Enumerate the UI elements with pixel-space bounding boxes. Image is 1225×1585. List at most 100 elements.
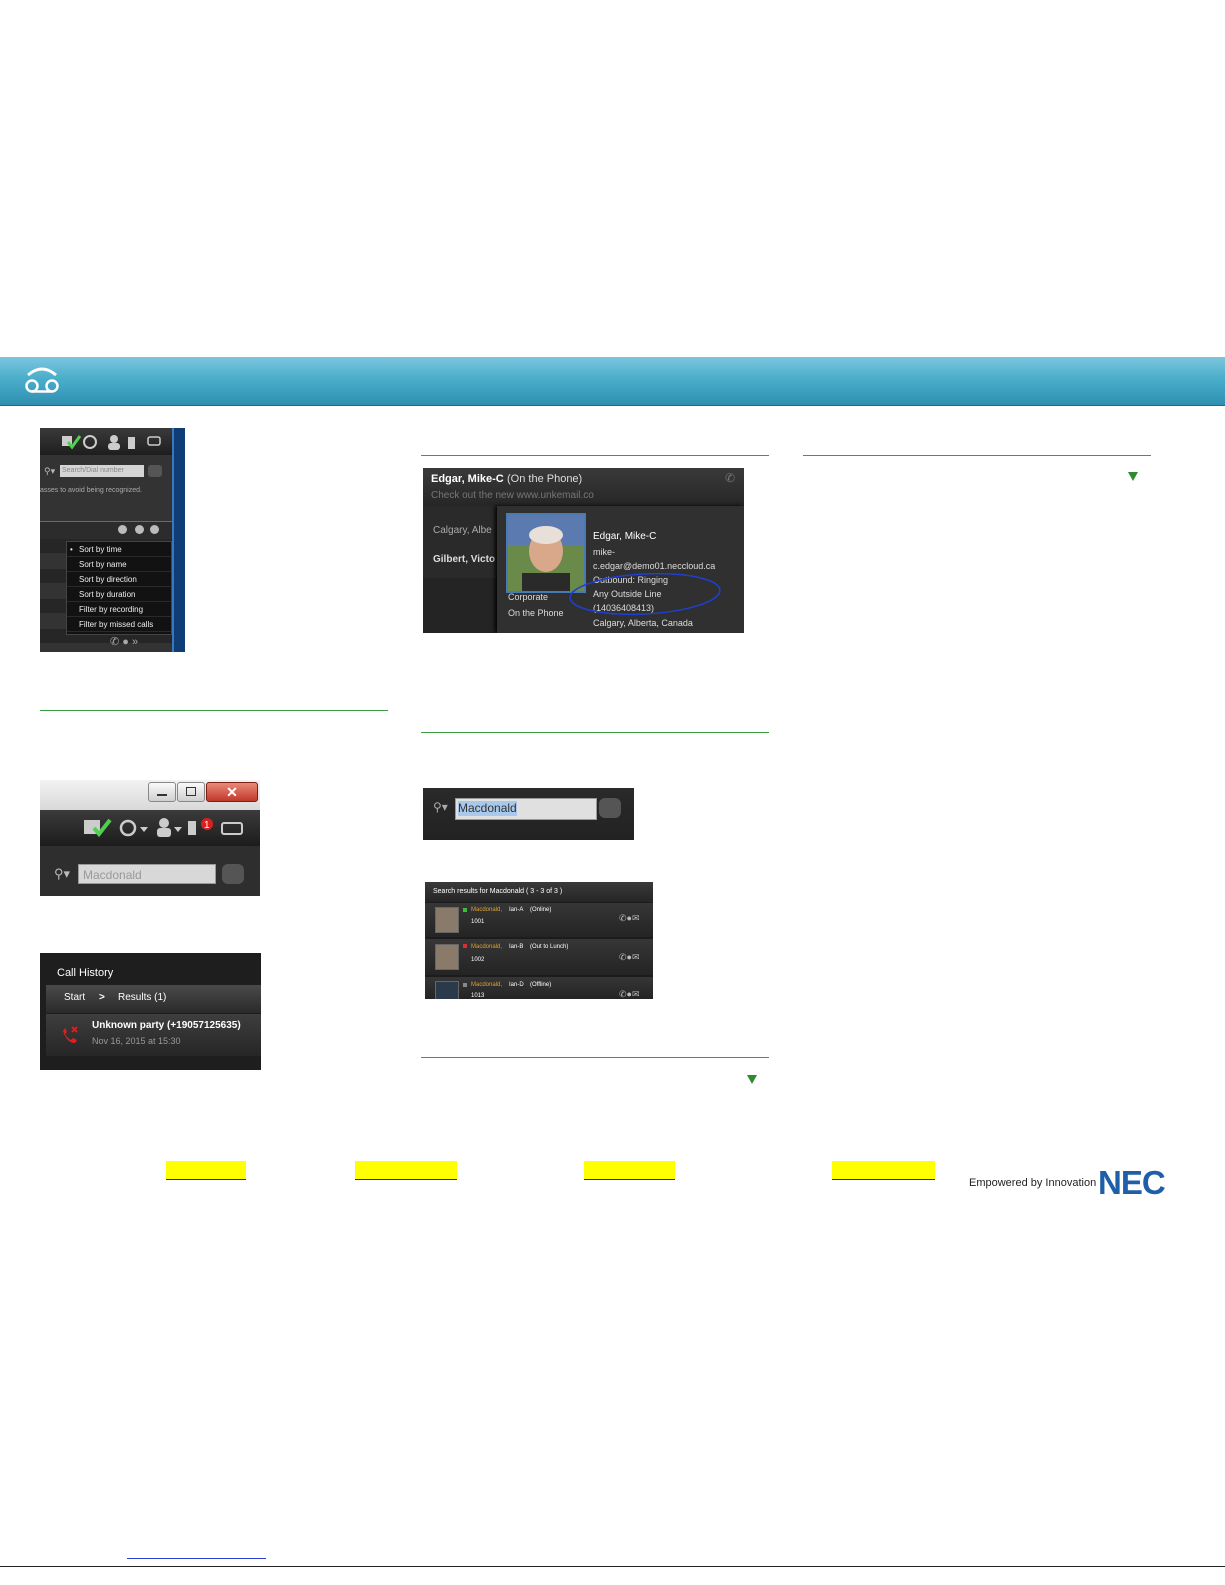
- presence-online-dot: [463, 908, 467, 912]
- footer-link-3[interactable]: [584, 1161, 675, 1180]
- avatar-photo: [508, 515, 584, 591]
- menu-filter-missed[interactable]: Filter by missed calls: [67, 617, 171, 632]
- breadcrumb-results[interactable]: Results (1): [118, 992, 167, 1003]
- contact-popup-screenshot: Edgar, Mike-C (On the Phone) Check out t…: [423, 468, 744, 633]
- breadcrumb-separator: >: [99, 992, 105, 1003]
- maximize-button[interactable]: [177, 782, 205, 802]
- contact-header: [423, 468, 744, 506]
- avatar: [506, 513, 586, 593]
- section-rule: [421, 455, 769, 456]
- avatar: [435, 944, 459, 970]
- dial-button[interactable]: [599, 798, 621, 818]
- dial-button[interactable]: [148, 465, 162, 477]
- contact-email-2[interactable]: c.edgar@demo01.neccloud.ca: [593, 561, 716, 571]
- menu-sort-direction[interactable]: Sort by direction: [67, 572, 171, 587]
- nec-logo: NEC: [1098, 1164, 1166, 1201]
- section-rule: [803, 455, 1151, 456]
- toolbar-icons: [62, 435, 161, 450]
- section-rule: [421, 1057, 769, 1058]
- result-status: (Online): [530, 907, 552, 913]
- annotation-circle: [569, 572, 721, 616]
- breadcrumb-start[interactable]: Start: [64, 992, 86, 1003]
- call-entry-name: Unknown party (+19057125635): [92, 1020, 241, 1031]
- call-entry-time: Nov 16, 2015 at 15:30: [92, 1036, 181, 1046]
- contact-card-name: Edgar, Mike-C: [593, 531, 657, 542]
- search-icon[interactable]: ⚲▾: [44, 466, 56, 476]
- result-last-name: Macdonald,: [471, 907, 503, 913]
- section-rule: [421, 732, 769, 733]
- avatar: [435, 907, 459, 933]
- menu-sort-time[interactable]: •Sort by time: [67, 542, 171, 557]
- list-row-location: Calgary, Albe: [433, 525, 492, 536]
- result-status: (Out to Lunch): [530, 944, 569, 950]
- call-history-screenshot: Call History Start > Results (1) Unknown…: [40, 953, 261, 1070]
- sort-menu-screenshot: ⚲▾ Search/Dial number asses to avoid bei…: [40, 428, 185, 652]
- phone-icon[interactable]: ✆: [725, 471, 736, 485]
- result-row[interactable]: [425, 977, 653, 999]
- result-actions-icons[interactable]: ✆●✉: [619, 913, 640, 923]
- contact-outbound: Outbound: Ringing: [593, 575, 669, 585]
- dial-button[interactable]: [222, 864, 244, 884]
- download-icon[interactable]: [118, 525, 127, 534]
- menu-sort-duration[interactable]: Sort by duration: [67, 587, 171, 602]
- result-last-name: Macdonald,: [471, 944, 503, 950]
- search-icon[interactable]: ⚲▾: [433, 800, 448, 814]
- page-bottom-rule: [0, 1566, 1225, 1567]
- footer-link-2[interactable]: [355, 1161, 457, 1180]
- contact-number: (14036408413): [593, 603, 655, 613]
- result-extension: 1002: [471, 957, 485, 963]
- svg-text:1: 1: [204, 820, 210, 831]
- search-window-screenshot: ✕ 1 ⚲▾ Macdonald: [40, 780, 260, 896]
- results-header-text: Search results for Macdonald ( 3 - 3 of …: [433, 888, 563, 895]
- result-first-name: Ian-B: [509, 944, 524, 950]
- toolbar-icons[interactable]: 1: [82, 814, 252, 842]
- search-box-screenshot: ⚲▾ Macdonald: [423, 788, 634, 840]
- search-results-screenshot: Search results for Macdonald ( 3 - 3 of …: [425, 882, 653, 999]
- result-first-name: Ian-D: [509, 982, 524, 988]
- contact-email-1[interactable]: mike-: [593, 547, 615, 557]
- menu-sort-name[interactable]: Sort by name: [67, 557, 171, 572]
- list-row-contact[interactable]: Gilbert, Victo: [433, 554, 496, 565]
- contact-header-name[interactable]: Edgar, Mike-C: [431, 473, 504, 485]
- result-status: (Offline): [530, 982, 552, 988]
- result-extension: 1013: [471, 993, 485, 999]
- search-query-selected[interactable]: Macdonald: [458, 801, 517, 816]
- contact-header-status: (On the Phone): [507, 473, 583, 485]
- presence-away-dot: [463, 944, 467, 948]
- next-icon[interactable]: [150, 525, 159, 534]
- footer-link-1[interactable]: [166, 1161, 246, 1180]
- missed-call-icon: [63, 1026, 78, 1043]
- header-banner: [0, 357, 1225, 406]
- result-actions-icons[interactable]: ✆●✉: [619, 989, 640, 999]
- search-input[interactable]: Search/Dial number: [60, 465, 144, 477]
- avatar: [435, 981, 459, 999]
- row-actions-icons[interactable]: ✆ ● »: [110, 636, 139, 648]
- result-actions-icons[interactable]: ✆●✉: [619, 952, 640, 962]
- footer-link-4[interactable]: [832, 1161, 935, 1180]
- window-edge: [172, 428, 185, 652]
- continue-triangle-icon: [747, 1075, 757, 1084]
- sort-dropdown-menu: •Sort by time Sort by name Sort by direc…: [66, 541, 172, 635]
- menu-filter-recording[interactable]: Filter by recording: [67, 602, 171, 617]
- bottom-link-underline[interactable]: [127, 1558, 266, 1559]
- search-icon[interactable]: ⚲▾: [54, 866, 71, 881]
- section-rule: [40, 710, 388, 711]
- close-button[interactable]: ✕: [206, 782, 258, 802]
- nec-tagline: Empowered by Innovation: [969, 1177, 1097, 1189]
- contact-line: Any Outside Line: [593, 589, 662, 599]
- prev-icon[interactable]: [135, 525, 144, 534]
- continue-triangle-icon: [1128, 472, 1138, 481]
- results-header: [425, 882, 653, 902]
- result-last-name: Macdonald,: [471, 982, 503, 988]
- search-input[interactable]: Macdonald: [455, 798, 597, 820]
- contact-group: Corporate: [508, 592, 549, 602]
- call-entry[interactable]: [46, 1014, 261, 1056]
- result-extension: 1001: [471, 919, 485, 925]
- contact-location: Calgary, Alberta, Canada: [593, 618, 693, 628]
- list-area: [423, 578, 503, 633]
- toolbar: [40, 810, 260, 846]
- minimize-button[interactable]: [148, 782, 176, 802]
- call-history-title: Call History: [57, 967, 114, 979]
- presence-offline-dot: [463, 983, 467, 987]
- search-input[interactable]: Macdonald: [78, 864, 216, 884]
